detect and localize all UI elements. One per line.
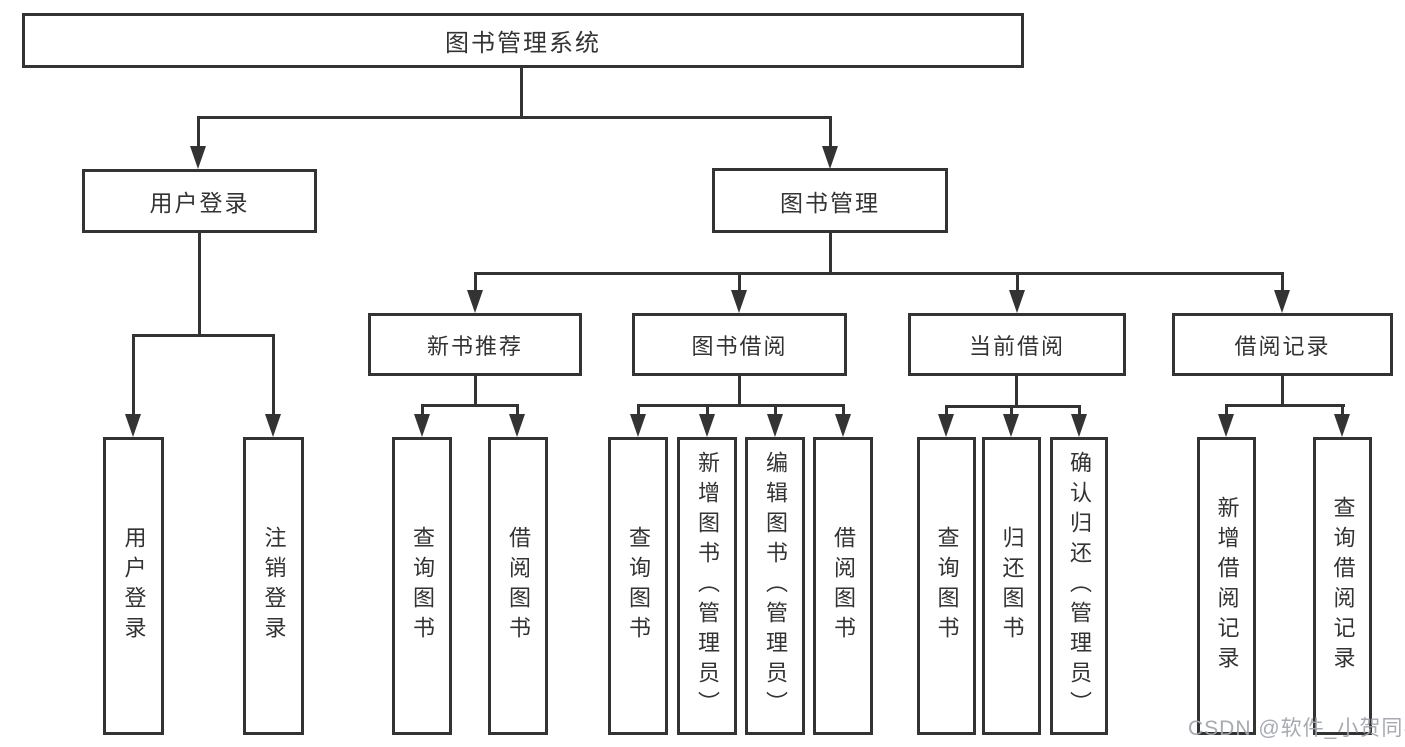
arrow-down-icon	[1218, 414, 1234, 437]
connector-user-rail	[132, 334, 275, 337]
leaf-add-borrow-record-label: 新增借阅记录	[1214, 496, 1240, 676]
arrow-down-icon	[265, 414, 281, 437]
connector-recommend-stem	[474, 376, 477, 407]
node-user-login-branch: 用户登录	[82, 169, 317, 233]
connector-user-stem	[198, 233, 201, 337]
arrow-down-icon	[125, 414, 141, 437]
connector-mgmt-drop-3	[1016, 272, 1019, 292]
connector-mgmt-drop-4	[1281, 272, 1284, 292]
connector-root-drop-right	[829, 116, 832, 147]
connector-current-drop-1	[945, 405, 948, 416]
connector-mgmt-stem	[829, 233, 832, 275]
arrow-down-icon	[1334, 414, 1350, 437]
leaf-logout: 注销登录	[243, 437, 304, 735]
arrow-down-icon	[630, 414, 646, 437]
connector-recommend-drop-2	[516, 404, 519, 416]
leaf-edit-books-admin: 编辑图书（管理员）	[745, 437, 805, 735]
leaf-borrow-books: 借阅图书	[813, 437, 873, 735]
leaf-query-books-recommend-label: 查询图书	[410, 526, 435, 646]
connector-current-drop-3	[1078, 405, 1081, 416]
node-book-borrow: 图书借阅	[632, 313, 847, 376]
connector-current-stem	[1015, 376, 1018, 408]
connector-records-drop-2	[1341, 404, 1344, 416]
connector-borrow-rail	[637, 404, 845, 407]
connector-records-rail	[1225, 404, 1345, 407]
leaf-add-books-admin: 新增图书（管理员）	[677, 437, 737, 735]
node-book-management-branch-label: 图书管理	[780, 189, 880, 216]
leaf-return-books: 归还图书	[982, 437, 1041, 735]
node-current-borrow-label: 当前借阅	[968, 333, 1065, 359]
connector-records-drop-1	[1225, 404, 1228, 416]
watermark: CSDN @软件_小贺同学	[1188, 717, 1405, 740]
leaf-query-books-recommend: 查询图书	[392, 437, 452, 735]
leaf-confirm-return-admin: 确认归还（管理员）	[1050, 437, 1108, 735]
leaf-query-books-current-label: 查询图书	[934, 526, 960, 646]
connector-recommend-rail	[421, 404, 519, 407]
node-current-borrow: 当前借阅	[908, 313, 1126, 376]
connector-root-rail	[198, 116, 832, 119]
connector-root-stem	[520, 68, 523, 119]
connector-recommend-drop-1	[421, 404, 424, 416]
connector-mgmt-drop-1	[474, 272, 477, 292]
arrow-down-icon	[835, 414, 851, 437]
connector-mgmt-drop-2	[738, 272, 741, 292]
leaf-query-books-current: 查询图书	[917, 437, 976, 735]
leaf-user-login: 用户登录	[103, 437, 164, 735]
connector-borrow-drop-4	[842, 404, 845, 416]
arrow-down-icon	[467, 290, 483, 313]
leaf-return-books-label: 归还图书	[999, 526, 1025, 646]
leaf-confirm-return-admin-label: 确认归还（管理员）	[1067, 451, 1092, 721]
arrow-down-icon	[1071, 414, 1087, 437]
node-new-book-recommend-label: 新书推荐	[426, 333, 523, 359]
node-user-login-branch-label: 用户登录	[149, 190, 250, 216]
node-new-book-recommend: 新书推荐	[368, 313, 582, 376]
leaf-add-books-admin-label: 新增图书（管理员）	[695, 451, 720, 721]
connector-current-rail	[945, 405, 1081, 408]
node-borrow-records: 借阅记录	[1172, 313, 1393, 376]
arrow-down-icon	[190, 146, 206, 169]
leaf-borrow-books-recommend-label: 借阅图书	[506, 526, 531, 646]
arrow-down-icon	[1003, 414, 1019, 437]
arrow-down-icon	[767, 414, 783, 437]
connector-borrow-drop-3	[774, 404, 777, 416]
leaf-user-login-label: 用户登录	[121, 526, 147, 646]
connector-mgmt-rail	[474, 272, 1283, 275]
connector-borrow-stem	[738, 376, 741, 407]
arrow-down-icon	[938, 414, 954, 437]
leaf-borrow-books-label: 借阅图书	[831, 526, 856, 646]
arrow-down-icon	[414, 414, 430, 437]
leaf-query-books-borrow: 查询图书	[608, 437, 668, 735]
leaf-add-borrow-record: 新增借阅记录	[1197, 437, 1256, 735]
node-root: 图书管理系统	[22, 13, 1024, 68]
connector-user-drop-1	[132, 334, 135, 414]
connector-records-stem	[1281, 376, 1284, 407]
node-root-label: 图书管理系统	[445, 30, 601, 57]
leaf-query-books-borrow-label: 查询图书	[626, 526, 651, 646]
arrow-down-icon	[509, 414, 525, 437]
node-book-management-branch: 图书管理	[712, 168, 948, 233]
connector-borrow-drop-2	[706, 404, 709, 416]
connector-user-drop-2	[272, 334, 275, 414]
connector-root-drop-left	[197, 116, 200, 147]
arrow-down-icon	[822, 146, 838, 169]
leaf-edit-books-admin-label: 编辑图书（管理员）	[763, 451, 788, 721]
arrow-down-icon	[731, 290, 747, 313]
node-borrow-records-label: 借阅记录	[1234, 333, 1331, 359]
connector-current-drop-2	[1010, 405, 1013, 416]
node-book-borrow-label: 图书借阅	[691, 333, 788, 359]
leaf-query-borrow-record-label: 查询借阅记录	[1330, 496, 1356, 676]
arrow-down-icon	[699, 414, 715, 437]
leaf-logout-label: 注销登录	[261, 526, 287, 646]
arrow-down-icon	[1274, 290, 1290, 313]
leaf-query-borrow-record: 查询借阅记录	[1313, 437, 1372, 735]
connector-borrow-drop-1	[637, 404, 640, 416]
arrow-down-icon	[1009, 290, 1025, 313]
leaf-borrow-books-recommend: 借阅图书	[488, 437, 548, 735]
